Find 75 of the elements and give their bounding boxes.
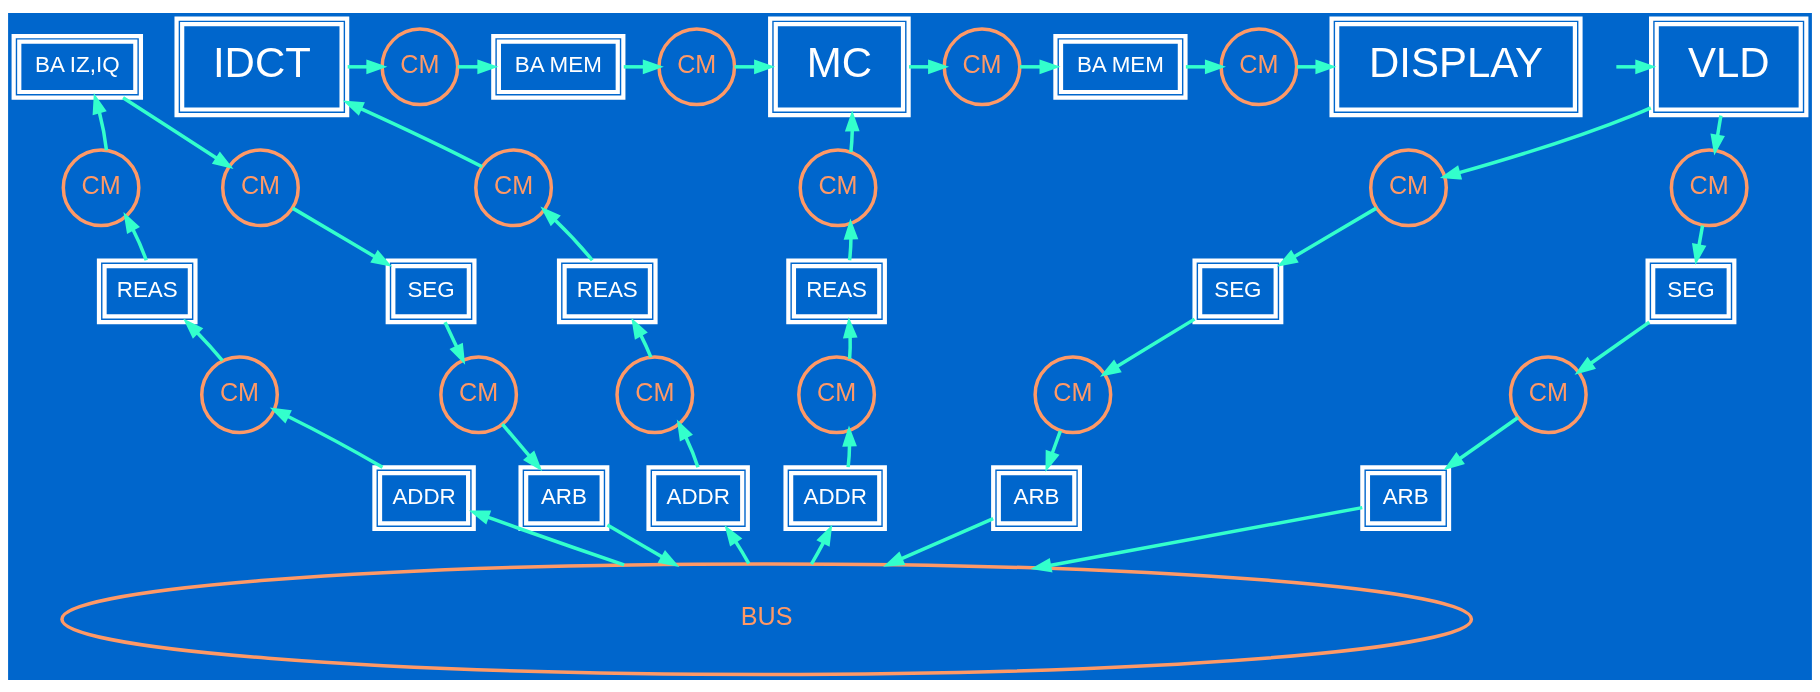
node-circle: CM (615, 354, 695, 434)
node-circle: CM (200, 354, 279, 434)
arrow (1574, 320, 1651, 375)
node-box: BA MEM (491, 33, 626, 100)
node-box: ARB (991, 464, 1082, 531)
arrow (631, 317, 653, 358)
arrow (724, 524, 751, 564)
arrow (1439, 105, 1652, 180)
arrow (606, 522, 680, 567)
arrow (623, 58, 664, 74)
arrow (844, 109, 860, 152)
node-box: REAS (786, 257, 887, 324)
node-circle: CM (1669, 147, 1749, 227)
node-box: DISPLAY (1329, 16, 1583, 117)
node-circle: CM (1508, 354, 1588, 434)
arrow (347, 58, 388, 74)
node-box: BA MEM (1053, 33, 1188, 100)
node-box: ARB (1360, 464, 1452, 531)
arrow (1019, 58, 1061, 74)
arrow (92, 92, 109, 150)
arrow (843, 218, 859, 260)
node-ellipse: BUS (60, 561, 1474, 676)
node-box: SEG (1192, 257, 1284, 324)
node-circle: CM (798, 147, 878, 227)
arrow (342, 99, 483, 168)
node-circle: CM (61, 147, 141, 227)
node-box: MC (768, 16, 911, 117)
arrow (540, 205, 594, 261)
node-box: ARB (518, 464, 610, 531)
arrow (842, 316, 858, 359)
arrow (883, 516, 994, 567)
node-box: VLD (1649, 16, 1809, 117)
arrow (122, 95, 234, 169)
arrow (1030, 505, 1363, 572)
arrow (1185, 58, 1226, 74)
arrow (734, 58, 776, 74)
arrow (1443, 415, 1520, 470)
node-circle: CM (220, 147, 300, 227)
arrow (501, 422, 543, 471)
node-circle: CM (1219, 26, 1299, 106)
node-box: IDCT (174, 16, 350, 117)
arrow (468, 510, 625, 567)
arrow (1297, 58, 1337, 74)
node-box: ADDR (646, 464, 750, 531)
arrow (1710, 114, 1725, 155)
arrow (457, 58, 499, 74)
node-box: REAS (556, 257, 658, 324)
arrow (1616, 58, 1657, 74)
arrow (909, 58, 950, 74)
arrow (809, 524, 833, 565)
arrow (291, 206, 393, 267)
node-box: ADDR (372, 464, 476, 531)
node-box: SEG (1645, 257, 1737, 324)
arrow (1691, 224, 1707, 265)
node-circle: CM (474, 147, 554, 227)
arrow (269, 407, 384, 469)
node-box: SEG (385, 257, 477, 324)
arrow (1099, 317, 1196, 377)
node-circle: CM (657, 26, 737, 106)
arrow (1276, 206, 1378, 267)
node-circle: CM (1033, 354, 1113, 434)
node-circle: CM (797, 354, 877, 434)
node-box: ADDR (783, 464, 887, 531)
node-box: REAS (96, 257, 198, 324)
arrow (1045, 429, 1063, 472)
arrow (676, 419, 700, 468)
node-circle: CM (1369, 147, 1448, 227)
node-circle: CM (380, 26, 460, 106)
node-box: BA IZ,IQ (11, 33, 143, 100)
arrow (842, 425, 857, 467)
node-circle: CM (439, 354, 519, 434)
arrow (123, 211, 148, 261)
arrow (443, 321, 466, 365)
arrow (183, 318, 224, 362)
node-circle: CM (942, 26, 1022, 106)
